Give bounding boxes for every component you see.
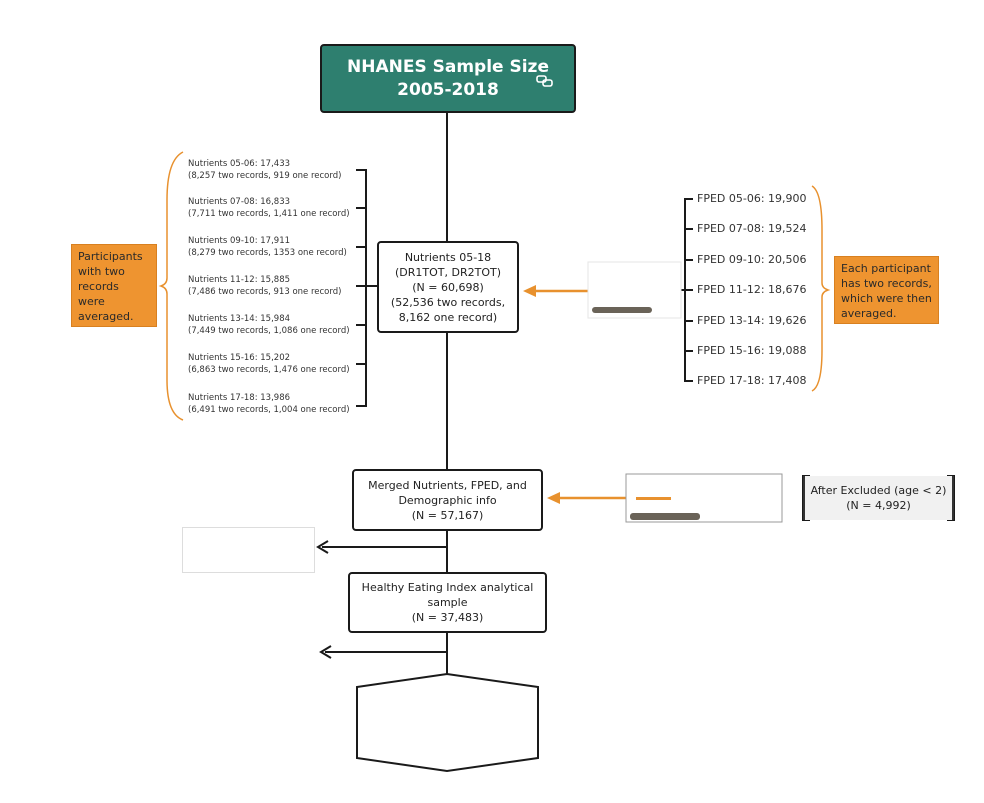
arrow-head: [319, 645, 332, 659]
note-line: Each participant: [841, 262, 931, 275]
title-line-1: NHANES Sample Size: [347, 56, 549, 77]
note-line: has two records,: [841, 277, 932, 290]
hei-sample-box: Healthy Eating Index analytical sample (…: [348, 572, 547, 633]
note-line: which were then: [841, 292, 932, 305]
nutrient-item-detail: (7,486 two records, 913 one record): [188, 287, 342, 297]
fped-item: FPED 09-10: 20,506: [697, 253, 807, 266]
box-line: 8,162 one record): [398, 310, 498, 324]
nutrient-item: Nutrients 05-06: 17,433 (8,257 two recor…: [188, 158, 341, 182]
nutrient-item-detail: (7,449 two records, 1,086 one record): [188, 326, 350, 336]
box-line: Nutrients 05-18: [404, 250, 492, 264]
left-note: Participants with two records were avera…: [71, 244, 157, 327]
note-line: were: [78, 295, 105, 308]
fped-item: FPED 11-12: 18,676: [697, 283, 807, 296]
arrow-head: [316, 540, 329, 554]
nutrient-item: Nutrients 07-08: 16,833 (7,711 two recor…: [188, 196, 350, 220]
nutrient-item-detail: (7,711 two records, 1,411 one record): [188, 209, 350, 219]
smudge-line-2: [636, 497, 671, 500]
box-line: (N = 4,992): [846, 499, 911, 512]
title-box: NHANES Sample Size 2005-2018: [320, 44, 576, 113]
nutrient-item: Nutrients 09-10: 17,911 (8,279 two recor…: [188, 235, 347, 259]
nutrient-item-detail: (6,491 two records, 1,004 one record): [188, 405, 350, 415]
smudge-bar-1: [592, 307, 652, 313]
nutrient-item: Nutrients 15-16: 15,202 (6,863 two recor…: [188, 352, 350, 376]
nutrient-item: Nutrients 13-14: 15,984 (7,449 two recor…: [188, 313, 350, 337]
box-line: Merged Nutrients, FPED, and: [368, 478, 527, 492]
fped-item: FPED 07-08: 19,524: [697, 222, 807, 235]
fped-item: FPED 13-14: 19,626: [697, 314, 807, 327]
nutrient-item: Nutrients 17-18: 13,986 (6,491 two recor…: [188, 392, 350, 416]
note-line: records: [78, 280, 119, 293]
box-line: (N = 37,483): [411, 611, 484, 624]
nutrients-combined-box: Nutrients 05-18 (DR1TOT, DR2TOT) (N = 60…: [377, 241, 519, 333]
left-orange-brace: [158, 151, 184, 421]
excluded-box: After Excluded (age < 2) (N = 4,992): [803, 476, 954, 520]
nutrient-item-detail: (8,279 two records, 1353 one record): [188, 248, 347, 258]
nutrients-bracket: [356, 169, 367, 407]
box-line: (52,536 two records,: [390, 295, 506, 309]
box-line: (N = 57,167): [411, 508, 484, 522]
box-line: Healthy Eating Index analytical: [361, 581, 534, 594]
box-line: sample: [427, 596, 468, 609]
note-line: with two: [78, 265, 125, 278]
arrow-head: [547, 492, 560, 504]
nutrient-item-label: Nutrients 11-12: 15,885: [188, 275, 291, 285]
blank-exclusion-box: [182, 527, 315, 573]
note-line: averaged.: [841, 307, 897, 320]
arrow-head: [523, 285, 536, 297]
nutrient-item-label: Nutrients 15-16: 15,202: [188, 353, 291, 363]
smudge-bar-2: [630, 513, 700, 520]
box-line: (N = 60,698): [412, 280, 484, 294]
fped-item: FPED 17-18: 17,408: [697, 374, 807, 387]
nutrient-item-label: Nutrients 07-08: 16,833: [188, 197, 291, 207]
merged-data-box: Merged Nutrients, FPED, and Demographic …: [352, 469, 543, 531]
final-sample-hexagon: [356, 672, 539, 773]
nutrient-item-detail: (8,257 two records, 919 one record): [188, 171, 342, 181]
right-orange-brace: [811, 185, 831, 392]
box-line: After Excluded (age < 2): [810, 484, 947, 497]
nutrient-item-detail: (6,863 two records, 1,476 one record): [188, 365, 350, 375]
box-line: (DR1TOT, DR2TOT): [395, 265, 501, 279]
nutrient-item: Nutrients 11-12: 15,885 (7,486 two recor…: [188, 274, 341, 298]
nutrient-item-label: Nutrients 05-06: 17,433: [188, 159, 291, 169]
title-line-2: 2005-2018: [397, 79, 499, 100]
right-note: Each participant has two records, which …: [834, 256, 939, 324]
nutrient-item-label: Nutrients 09-10: 17,911: [188, 236, 291, 246]
nutrient-item-label: Nutrients 13-14: 15,984: [188, 314, 291, 324]
note-line: averaged.: [78, 310, 134, 323]
note-line: Participants: [78, 250, 143, 263]
nutrient-item-label: Nutrients 17-18: 13,986: [188, 393, 291, 403]
fped-item: FPED 15-16: 19,088: [697, 344, 807, 357]
link-copy-icon[interactable]: [536, 72, 554, 95]
box-line: Demographic info: [398, 493, 497, 507]
fped-item: FPED 05-06: 19,900: [697, 192, 807, 205]
